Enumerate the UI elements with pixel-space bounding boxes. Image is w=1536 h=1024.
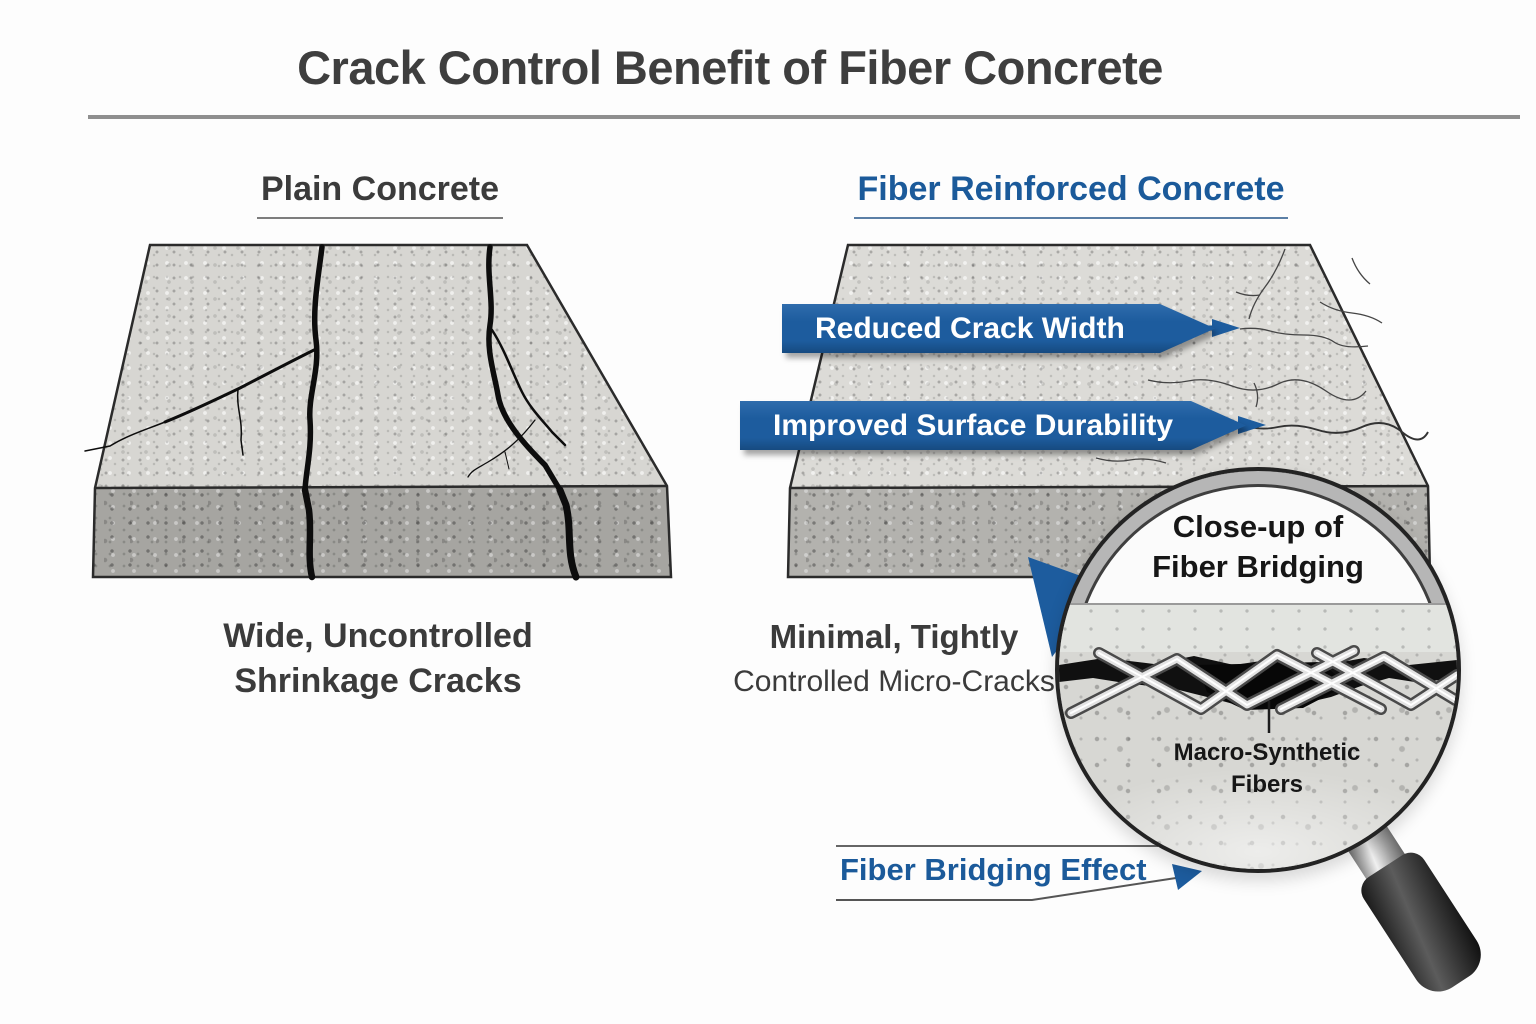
improved-surface-durability-banner: Improved Surface Durability [740,401,1246,450]
lens-title: Close-up of Fiber Bridging [1059,507,1457,587]
reduced-crack-width-banner: Reduced Crack Width [782,304,1215,353]
micro-crack-set [1095,248,1429,464]
callout-arrowhead-icon [1172,864,1202,890]
fiber-caption-line1: Minimal, Tightly [769,618,1019,655]
right-panel-heading-text: Fiber Reinforced Concrete [853,170,1289,219]
bridging-fibers [1065,645,1457,719]
right-panel-heading: Fiber Reinforced Concrete [845,170,1297,219]
plain-slab-caption: Wide, Uncontrolled Shrinkage Cracks [158,614,598,704]
fiber-type-label: Macro-Synthetic Fibers [1103,737,1431,801]
page-title: Crack Control Benefit of Fiber Concrete [297,41,1163,94]
lens-title-line2: Fiber Bridging [1152,549,1364,584]
title-divider [88,115,1520,119]
left-panel-heading: Plain Concrete [160,170,600,219]
fiber-caption-line2: Controlled Micro-Cracks [733,665,1055,698]
lens-surface-layer [1059,605,1457,652]
left-panel-heading-text: Plain Concrete [256,170,504,219]
fiber-type-label-line1: Macro-Synthetic [1173,739,1361,766]
wide-crack-set [84,244,580,581]
plain-caption-line1: Wide, Uncontrolled [223,617,533,655]
magnifying-glass-icon: Close-up of Fiber Bridging Macro-Synthet… [1055,467,1461,873]
fiber-type-label-line2: Fibers [1230,771,1304,798]
lens-crack-and-fibers [1059,645,1457,733]
plain-caption-line2: Shrinkage Cracks [234,662,522,700]
lens-title-line1: Close-up of [1172,509,1344,544]
fiber-slab-caption: Minimal, Tightly Controlled Micro-Cracks [688,614,1100,704]
